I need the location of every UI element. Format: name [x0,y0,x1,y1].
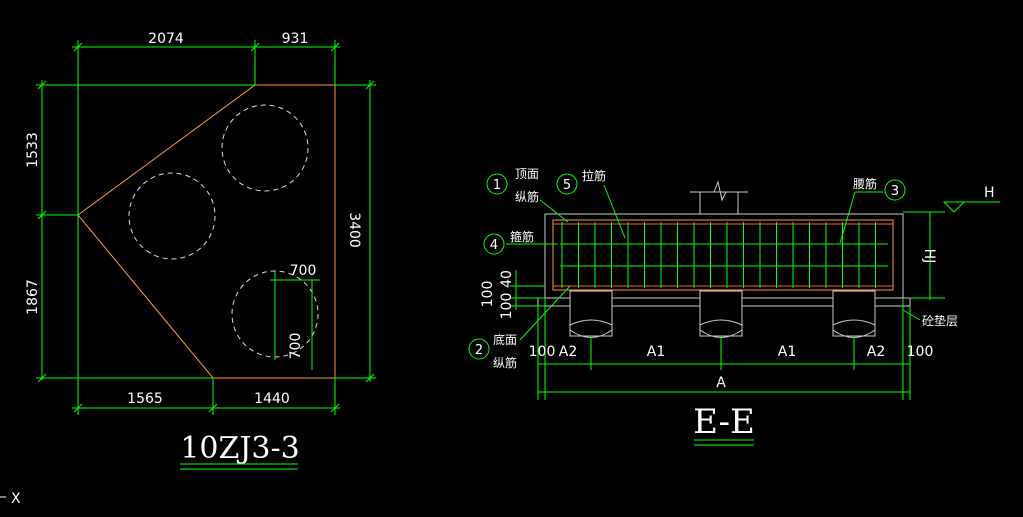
svg-text:拉筋: 拉筋 [582,168,606,183]
dim-bottom-right: 1440 [254,391,290,407]
dim-bottom-A1-left: A1 [647,344,665,360]
dim-left-top: 1533 [25,132,41,168]
label-cushion: 砼垫层 [922,313,958,328]
dim-section-100a: 100 [480,281,496,308]
svg-text:箍筋: 箍筋 [510,229,534,244]
callout-5: 5 拉筋 [556,168,626,239]
svg-text:5: 5 [563,178,571,193]
plan-view: 2074 931 1533 1867 3400 1565 1440 700 70… [25,31,376,470]
svg-text:纵筋: 纵筋 [515,189,539,204]
pile-circle-2 [128,172,216,260]
stirrups [561,222,876,288]
stirrup-outline [552,219,894,291]
callout-3: 3 腰筋 [839,176,906,244]
callout-4: 4 箍筋 [483,229,558,255]
section-title: E-E [693,402,755,442]
dim-bottom-A1-right: A1 [778,344,796,360]
label-H: H [984,185,995,201]
dim-top-left: 2074 [148,31,184,47]
dim-section-100b: 100 [499,293,515,320]
svg-text:纵筋: 纵筋 [493,355,517,370]
dim-bottom-A2-right: A2 [867,344,885,360]
pile-circle-1 [221,104,309,192]
dim-pile-h: 700 [290,263,317,279]
pile-1 [569,290,613,338]
dim-right-total: 3400 [346,212,362,248]
dim-bottom-left: 1565 [127,391,163,407]
svg-text:底面: 底面 [493,332,517,347]
dim-bottom-100-left: 100 [529,344,556,360]
dim-bottom-100-right: 100 [907,344,934,360]
cursor-label: X [11,491,21,507]
pile-3 [832,290,876,338]
elevation-marker [942,201,966,213]
dim-total-A: A [716,375,726,391]
dim-top-right: 931 [282,31,309,47]
section-cap [544,213,904,299]
svg-text:腰筋: 腰筋 [853,176,877,191]
svg-text:4: 4 [490,238,498,253]
pile-2 [699,290,743,338]
dim-left-bottom: 1867 [25,279,41,315]
svg-text:3: 3 [891,184,899,199]
plan-title: 10ZJ3-3 [180,431,299,466]
cap-outline [77,84,336,379]
label-HJ: HJ [921,249,937,264]
dim-section-40: 40 [499,270,515,288]
dim-bottom-A2-left: A2 [559,344,577,360]
dim-pile-v: 700 [288,333,304,360]
svg-text:顶面: 顶面 [515,167,539,181]
svg-text:1: 1 [493,178,501,193]
break-line [690,180,748,202]
column-stub [699,191,739,214]
svg-text:2: 2 [475,343,483,358]
